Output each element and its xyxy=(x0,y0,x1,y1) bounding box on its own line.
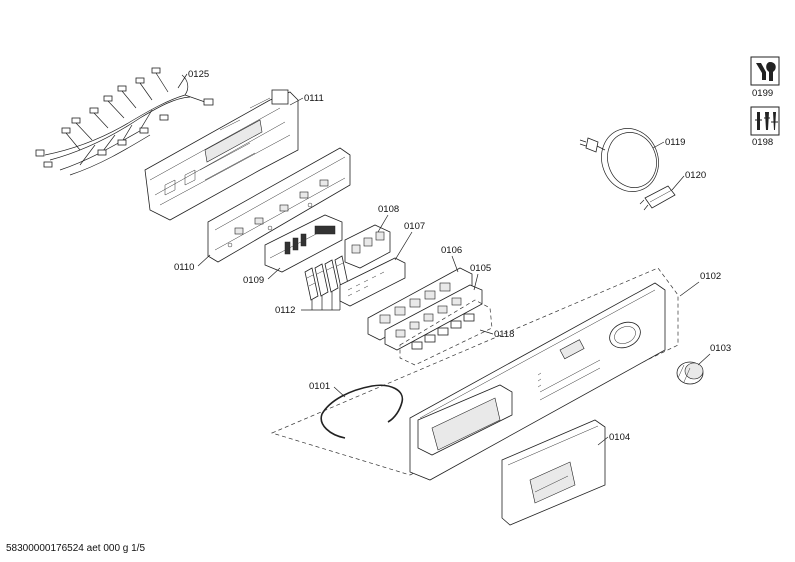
drawing-number-footer: 58300000176524 aet 000 g 1/5 xyxy=(6,543,146,554)
part-0109-control-pcb xyxy=(264,214,343,273)
part-0118-button-set xyxy=(399,299,493,366)
part-0112-light-guides xyxy=(304,255,349,301)
label-0198: 0198 xyxy=(752,137,773,148)
label-0104: 0104 xyxy=(609,432,630,443)
label-0105: 0105 xyxy=(470,263,491,274)
label-0199: 0199 xyxy=(752,88,773,99)
part-0101-seal xyxy=(320,384,404,439)
part-0111-module-housing xyxy=(144,89,299,221)
label-0119: 0119 xyxy=(665,137,685,148)
label-0102: 0102 xyxy=(700,271,721,282)
part-0120-plug xyxy=(639,185,676,211)
part-0107-diffuser xyxy=(339,257,406,307)
label-0101: 0101 xyxy=(309,381,330,392)
label-0106: 0106 xyxy=(441,245,462,256)
label-0108: 0108 xyxy=(378,204,399,215)
part-0102-control-panel-fascia xyxy=(270,267,679,481)
label-0103: 0103 xyxy=(710,343,731,354)
label-0118: 0118 xyxy=(494,329,514,340)
wrench-service-icon xyxy=(750,56,780,86)
label-0125: 0125 xyxy=(188,69,209,80)
part-0119-mains-cable xyxy=(579,128,659,192)
label-0109: 0109 xyxy=(243,275,264,286)
tool-kit-icon xyxy=(750,106,780,136)
label-0112: 0112 xyxy=(275,305,295,316)
part-0103-selector-knob xyxy=(676,361,704,385)
part-0108-button-frame xyxy=(344,224,391,269)
part-0110-power-pcb xyxy=(207,147,351,263)
part-0125-wire-harness xyxy=(35,67,214,176)
label-0111: 0111 xyxy=(304,93,324,104)
part-0106-selector-panel xyxy=(367,267,473,341)
label-0120: 0120 xyxy=(685,170,706,181)
label-0110: 0110 xyxy=(174,262,194,273)
label-0107: 0107 xyxy=(404,221,425,232)
part-0105-button-strip xyxy=(384,284,483,351)
part-0104-drawer-panel xyxy=(501,419,606,526)
